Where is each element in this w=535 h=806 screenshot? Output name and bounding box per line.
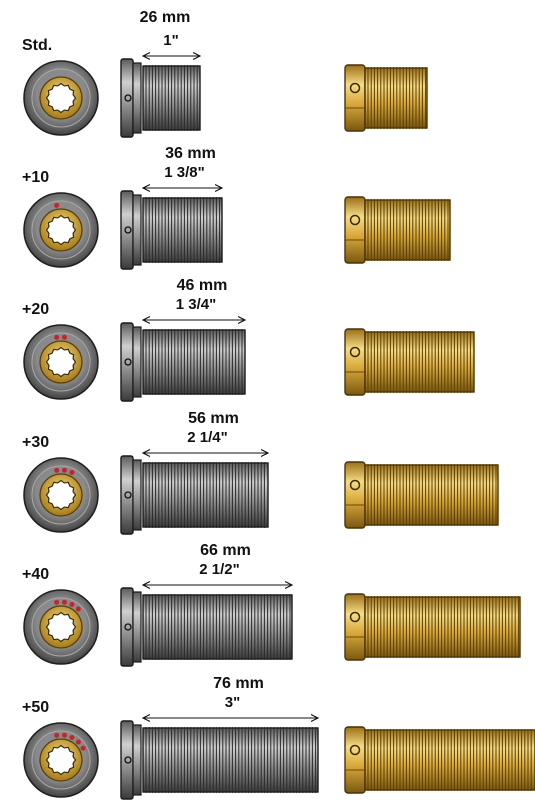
insert-row: Std. 26 mm 1" [22, 9, 428, 138]
length-dot [75, 739, 81, 745]
steel-collar-icon [23, 457, 99, 533]
steel-threaded-insert-icon [120, 58, 201, 138]
length-dot [75, 606, 81, 612]
length-inch-label: 1" [163, 32, 178, 49]
length-dot [54, 467, 60, 473]
length-dot [69, 602, 75, 608]
length-mm-label: 56 mm [188, 410, 239, 427]
row-size-label: +50 [22, 699, 49, 716]
length-dot [54, 732, 60, 738]
length-dot [54, 334, 60, 340]
length-dot [80, 745, 86, 751]
length-dot [61, 467, 67, 473]
insert-row: +40 66 mm 2 1/2" [22, 542, 521, 667]
steel-collar-icon [23, 60, 99, 136]
row-size-label: +40 [22, 566, 49, 583]
brass-threaded-insert-icon [344, 593, 521, 661]
steel-collar-icon [23, 192, 99, 268]
brass-threaded-insert-icon [344, 328, 475, 396]
row-size-label: Std. [22, 37, 52, 54]
steel-collar-icon [23, 589, 99, 665]
length-dot [54, 599, 60, 605]
steel-threaded-insert-icon [120, 455, 269, 535]
brass-threaded-insert-icon [344, 726, 535, 794]
length-dot [61, 599, 67, 605]
length-inch-label: 1 3/4" [176, 296, 216, 313]
row-size-label: +30 [22, 434, 49, 451]
length-dot [69, 735, 75, 741]
length-inch-label: 3" [225, 694, 240, 711]
length-mm-label: 36 mm [165, 145, 216, 162]
length-dot [69, 470, 75, 476]
brass-threaded-insert-icon [344, 196, 451, 264]
length-inch-label: 2 1/2" [199, 561, 239, 578]
steel-threaded-insert-icon [120, 322, 246, 402]
length-inch-label: 1 3/8" [164, 164, 204, 181]
steel-collar-icon [23, 722, 99, 798]
length-dot [61, 334, 67, 340]
row-size-label: +20 [22, 301, 49, 318]
insert-row: +10 36 mm 1 3/8" [22, 145, 451, 270]
steel-threaded-insert-icon [120, 587, 293, 667]
insert-row: +30 56 mm 2 1/4" [22, 410, 499, 535]
steel-threaded-insert-icon [120, 720, 319, 800]
steel-threaded-insert-icon [120, 190, 223, 270]
brass-threaded-insert-icon [344, 64, 428, 132]
insert-row: +20 46 mm 1 3/4" [22, 277, 475, 402]
row-size-label: +10 [22, 169, 49, 186]
length-dot [54, 202, 60, 208]
steel-collar-icon [23, 324, 99, 400]
length-inch-label: 2 1/4" [187, 429, 227, 446]
length-mm-label: 66 mm [200, 542, 251, 559]
length-dot [61, 732, 67, 738]
length-mm-label: 76 mm [213, 675, 264, 692]
length-mm-label: 46 mm [177, 277, 228, 294]
brass-threaded-insert-icon [344, 461, 499, 529]
insert-row: +50 76 mm 3" [22, 675, 535, 800]
length-mm-label: 26 mm [140, 9, 191, 26]
